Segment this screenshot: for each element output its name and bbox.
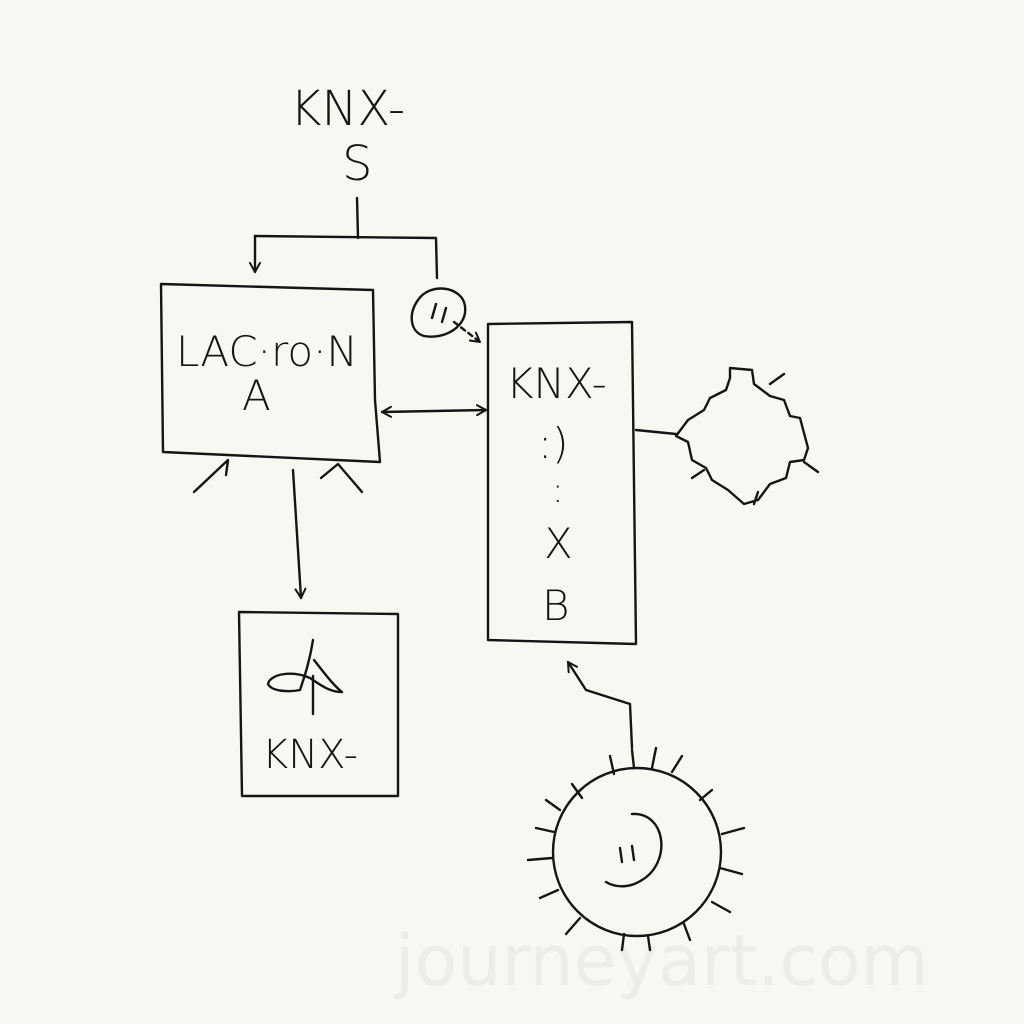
- top-split-connector: [249, 196, 439, 280]
- box-b-label-line5: B: [542, 581, 570, 630]
- gear-icon[interactable]: [674, 366, 820, 506]
- box-b[interactable]: KNX- :) : X B: [486, 320, 638, 646]
- box-a-label-line1: LAC·ro·N: [176, 327, 358, 376]
- sun-face: [604, 812, 663, 888]
- box-c[interactable]: KNX-: [237, 610, 400, 798]
- box-a-tick-marks: [192, 458, 364, 494]
- b-to-gear-line: [634, 428, 678, 436]
- box-b-label-line1: KNX-: [506, 359, 607, 408]
- smiling-sun-icon[interactable]: [526, 746, 746, 952]
- box-a[interactable]: LAC·ro·N A: [159, 282, 382, 464]
- sun-ray-group: [526, 746, 746, 952]
- a-to-c-arrow: [291, 468, 307, 600]
- box-b-label-line2: :): [538, 419, 569, 468]
- sun-to-b-arrow: [566, 660, 634, 750]
- top-node-label-line1: KNX-: [290, 81, 405, 137]
- top-node-label-line2: S: [342, 136, 372, 192]
- box-b-label-line3: :: [552, 471, 563, 511]
- box-b-label-line4: X: [544, 519, 573, 568]
- propeller-icon: [266, 638, 344, 716]
- a-b-bidirectional-arrow: [380, 404, 488, 418]
- bubble-to-b-arrow: [452, 320, 482, 344]
- box-a-label-line2: A: [242, 371, 271, 420]
- box-c-label: KNX-: [262, 732, 358, 778]
- speech-bubble-icon: [410, 287, 467, 338]
